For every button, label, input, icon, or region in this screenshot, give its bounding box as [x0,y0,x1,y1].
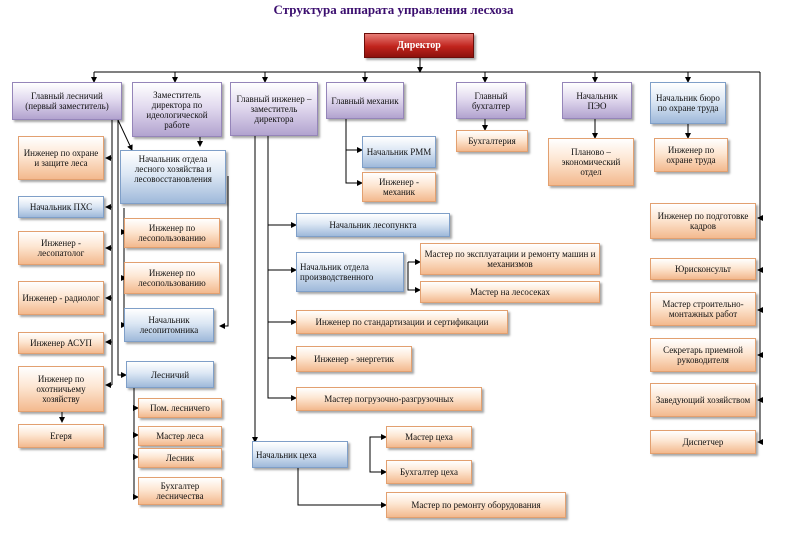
eng-asup-box: Инженер АСУП [18,332,104,354]
legal-adviser-box: Юрисконсульт [650,258,756,280]
master-loading-box: Мастер погрузочно-разгрузочных [296,387,482,411]
head-production-dept-box: Начальник отдела производственного [296,252,404,292]
huntsmen-box: Егеря [18,424,104,448]
household-head-box: Заведующий хозяйством [650,383,756,417]
eng-radiologist-box: Инженер - радиолог [18,281,104,315]
head-peo-box: Начальник ПЭО [562,82,632,119]
eng-power-box: Инженер - энергетик [296,346,412,372]
eng-forest-use-2-box: Инженер по лесопользованию [124,262,220,294]
forester-box: Лесничий [126,361,214,388]
planning-dept-box: Планово – экономический отдел [548,138,634,186]
eng-forest-protection-box: Инженер по охране и защите леса [18,136,104,180]
master-felling-box: Мастер на лесосеках [420,281,600,303]
head-forest-dept-box: Начальник отдела лесного хозяйства и лес… [120,150,226,204]
head-workshop-box: Начальник цеха [252,441,348,468]
head-rmm-box: Начальник РММ [362,136,436,168]
eng-forest-pathologist-box: Инженер - лесопатолог [18,231,104,265]
page-title: Структура аппарата управления лесхоза [273,2,514,17]
chief-mechanic-box: Главный механик [326,82,404,119]
head-pkhs-box: Начальник ПХС [18,196,104,218]
master-construction-box: Мастер строительно-монтажных работ [650,292,756,326]
head-nursery-box: Начальник лесопитомника [124,308,214,342]
asst-forester-box: Пом. лесничего [138,398,222,418]
eng-labor-box: Инженер по охране труда [654,138,728,172]
head-labor-box: Начальник бюро по охране труда [650,82,726,124]
eng-hunting-box: Инженер по охотничьему хозяйству [18,366,104,412]
chief-forester-box: Главный лесничий (первый заместитель) [12,82,122,120]
forestry-accountant-box: Бухгалтер лесничества [138,477,222,505]
eng-standardization-box: Инженер по стандартизации и сертификации [296,310,508,334]
director-box: Директор [364,33,474,58]
accountant-workshop-box: Бухгалтер цеха [386,460,472,484]
dispatcher-box: Диспетчер [650,430,756,454]
eng-mechanic-box: Инженер - механик [362,172,436,202]
head-timber-yard-box: Начальник лесопункта [296,213,450,237]
accounting-box: Бухгалтерия [456,130,528,152]
forest-master-box: Мастер леса [138,426,222,446]
chief-engineer-box: Главный инженер – заместитель директора [230,82,318,136]
master-workshop-box: Мастер цеха [386,426,472,448]
chief-accountant-box: Главный бухгалтер [456,82,526,119]
deputy-ideology-box: Заместитель директора по идеологической … [132,82,222,137]
eng-personnel-box: Инженер по подготовке кадров [650,203,756,239]
secretary-box: Секретарь приемной руководителя [650,338,756,372]
eng-forest-use-1-box: Инженер по лесопользованию [124,218,220,248]
master-machinery-box: Мастер по эксплуатации и ремонту машин и… [420,243,600,275]
master-equipment-box: Мастер по ремонту оборудования [386,492,566,518]
forest-ranger-box: Лесник [138,448,222,468]
line-engineer-spine [267,136,297,401]
